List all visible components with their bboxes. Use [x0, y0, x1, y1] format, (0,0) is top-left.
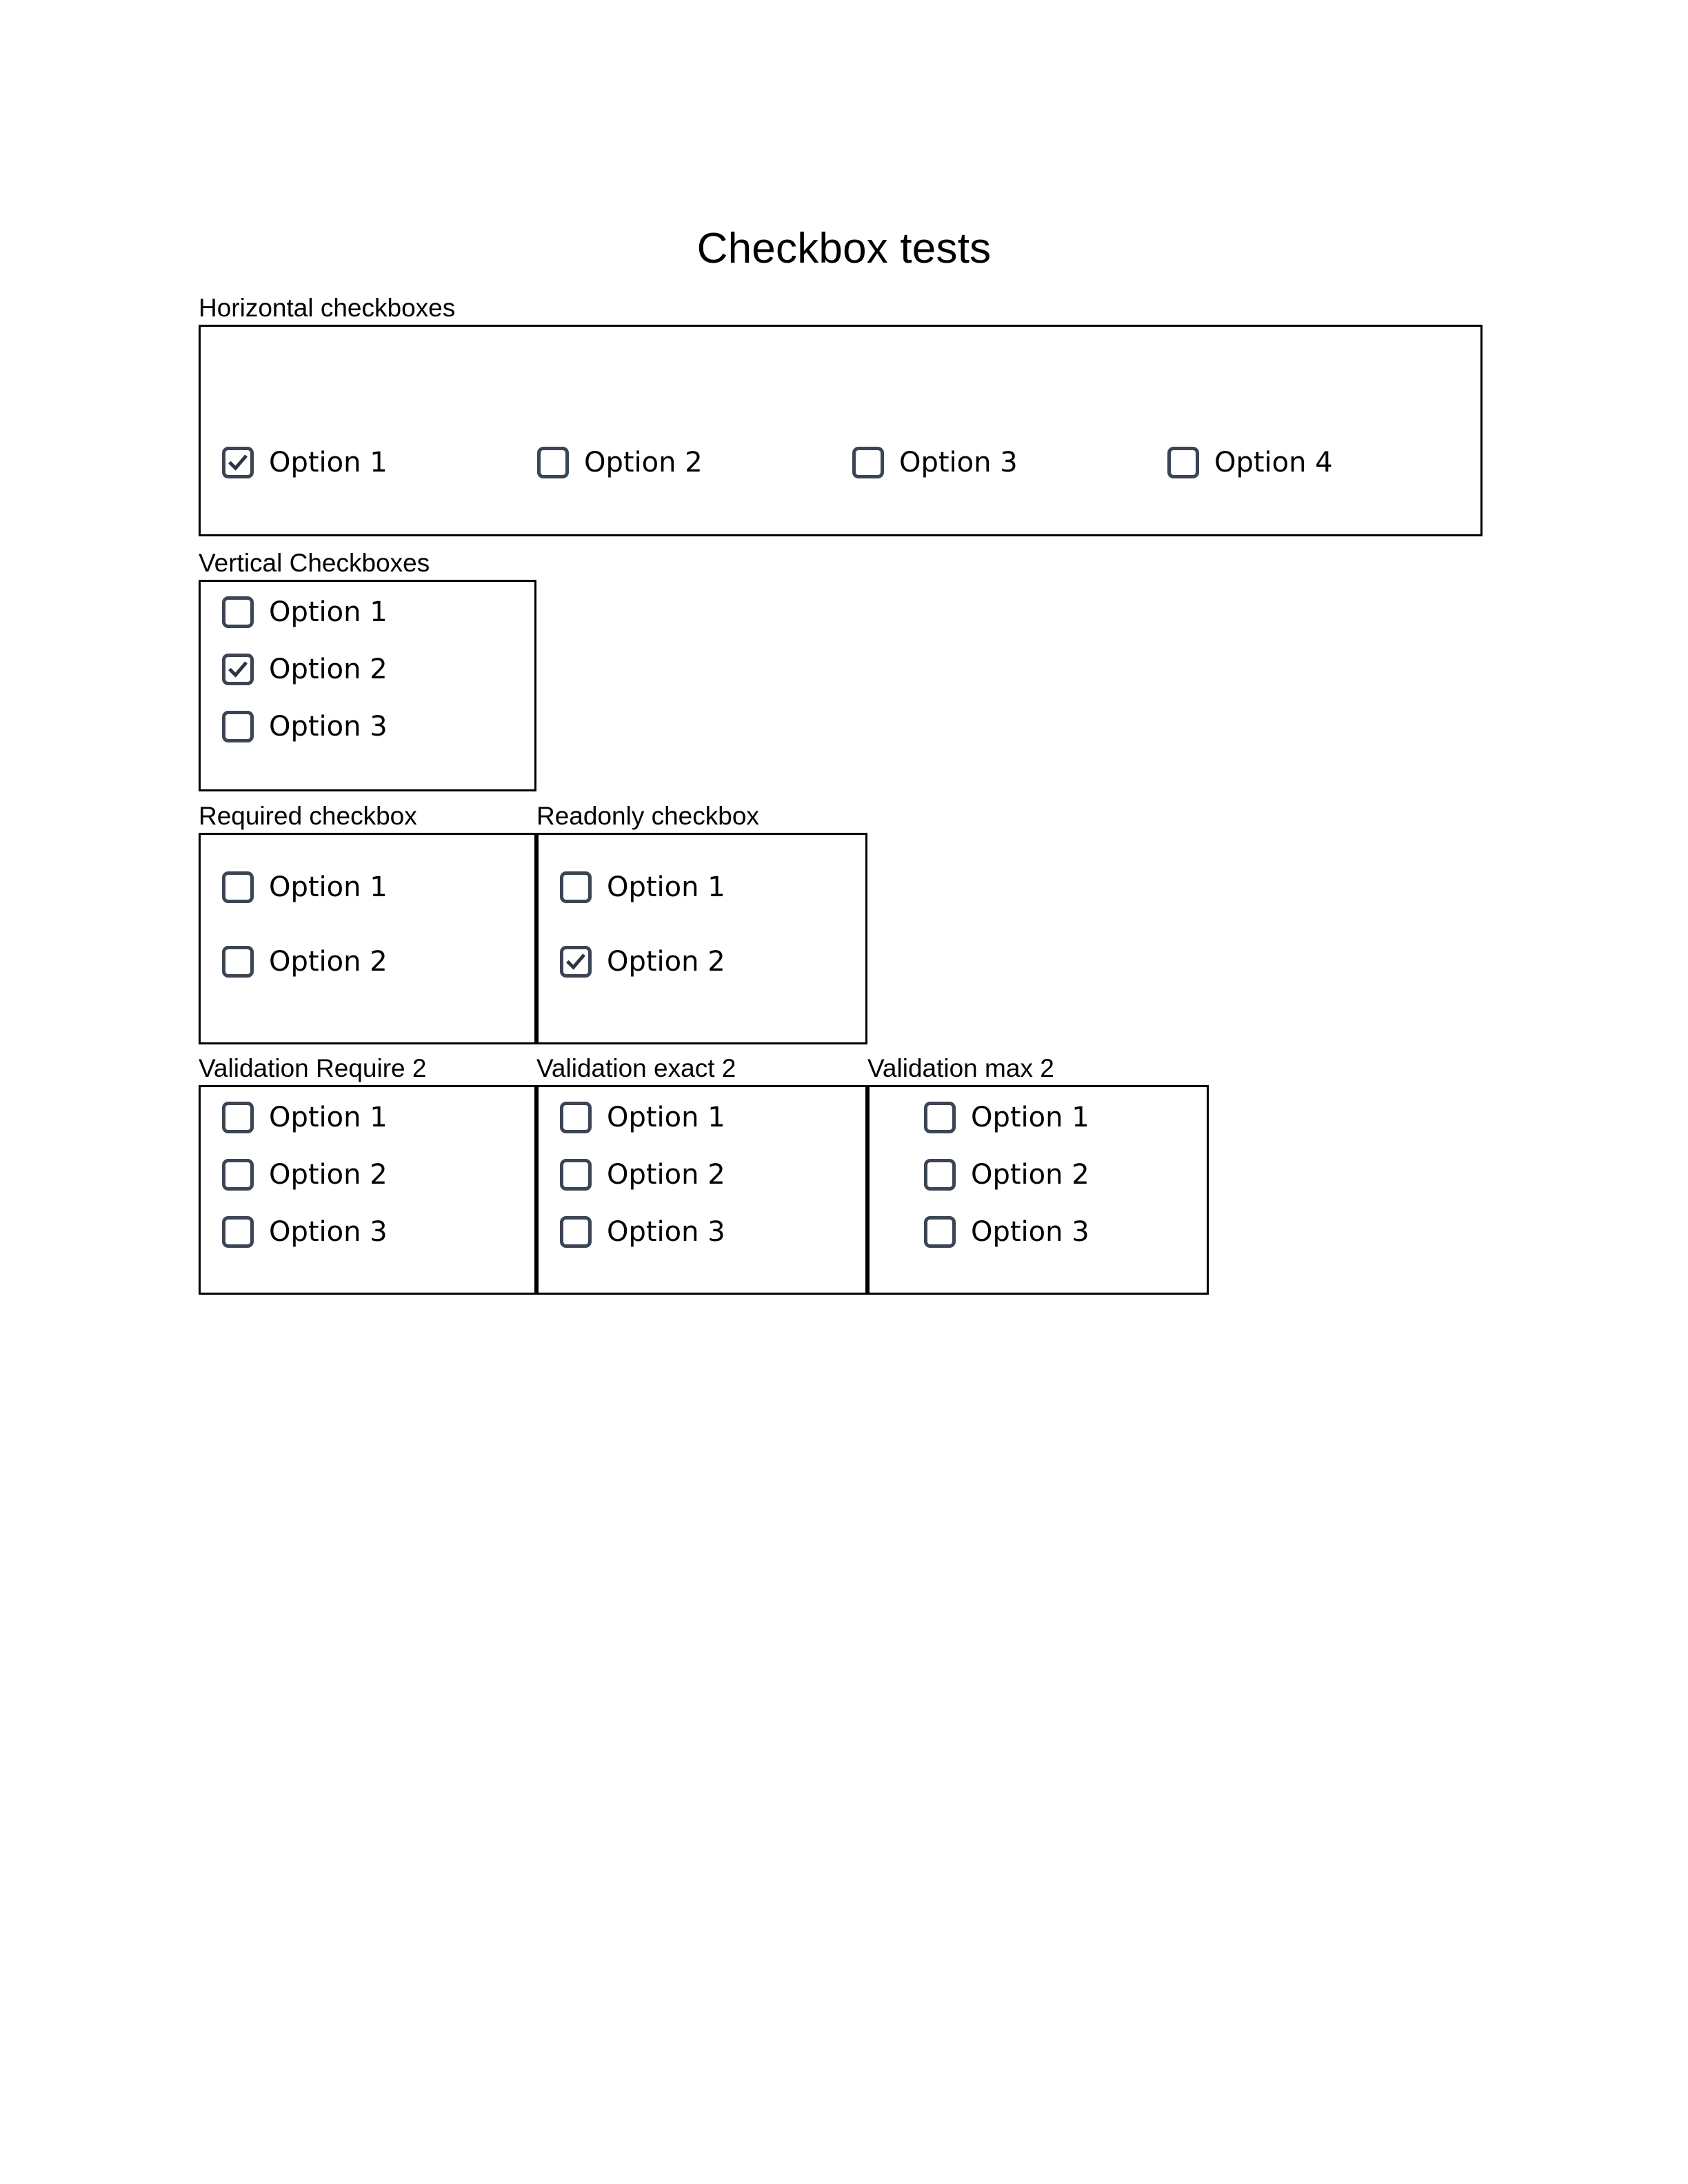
checkbox-item[interactable]: Option 1	[560, 1102, 867, 1133]
fieldset-required-checkbox: Required checkbox Option 1 Option 2	[199, 802, 536, 1044]
checkbox-label: Option 1	[607, 1102, 725, 1133]
checkbox-list-validation-exact-2: Option 1 Option 2 Option 3	[536, 1085, 867, 1295]
checkbox-item[interactable]: Option 1	[222, 1102, 536, 1133]
legend-vertical-checkboxes: Vertical Checkboxes	[199, 549, 430, 577]
checkbox-icon[interactable]	[222, 1159, 254, 1191]
fieldset-border	[199, 325, 1483, 536]
checkbox-icon[interactable]	[222, 946, 254, 978]
checkbox-label: Option 3	[269, 1216, 388, 1248]
checkbox-label: Option 4	[1214, 446, 1333, 478]
checkbox-label: Option 1	[269, 1102, 388, 1133]
fieldset-border	[199, 1085, 536, 1295]
checkbox-icon[interactable]	[924, 1216, 956, 1248]
fieldset-horizontal-checkboxes: Horizontal checkboxes Option 1 Option 2 …	[199, 294, 1483, 536]
checkbox-item[interactable]: Option 2	[560, 1159, 867, 1191]
fieldset-border	[199, 580, 536, 791]
checkbox-label: Option 2	[607, 946, 725, 978]
checkbox-item[interactable]: Option 3	[891, 1216, 1209, 1248]
fieldset-border	[536, 833, 867, 1044]
checkbox-item[interactable]: Option 3	[222, 1216, 536, 1248]
checkbox-label: Option 2	[269, 654, 388, 685]
checkbox-label: Option 2	[269, 946, 388, 978]
checkbox-item[interactable]: Option 3	[222, 711, 536, 742]
checkbox-item[interactable]: Option 2	[537, 446, 852, 478]
checkbox-item[interactable]: Option 1	[222, 871, 536, 903]
checkbox-icon[interactable]	[222, 1216, 254, 1248]
page-title: Checkbox tests	[696, 224, 992, 272]
checkbox-icon[interactable]	[560, 871, 592, 903]
checkbox-icon[interactable]	[222, 711, 254, 742]
checkbox-list-horizontal: Option 1 Option 2 Option 3 Option 4	[199, 325, 1483, 536]
checkbox-label: Option 3	[607, 1216, 725, 1248]
checkbox-icon[interactable]	[537, 446, 569, 478]
legend-validation-exact-2: Validation exact 2	[536, 1054, 736, 1082]
checkbox-item[interactable]: Option 1	[560, 871, 867, 903]
checkbox-item[interactable]: Option 2	[891, 1159, 1209, 1191]
checkbox-icon[interactable]	[852, 446, 884, 478]
checkbox-icon[interactable]	[222, 446, 254, 478]
legend-horizontal-checkboxes: Horizontal checkboxes	[199, 294, 456, 322]
checkbox-label: Option 1	[269, 446, 388, 478]
fieldset-readonly-checkbox: Readonly checkbox Option 1 Option 2	[536, 802, 867, 1044]
fieldset-validation-require-2: Validation Require 2 Option 1 Option 2 O…	[199, 1054, 536, 1295]
checkbox-icon[interactable]	[924, 1102, 956, 1133]
checkbox-item[interactable]: Option 1	[891, 1102, 1209, 1133]
check-icon	[228, 454, 248, 471]
legend-validation-max-2: Validation max 2	[867, 1054, 1054, 1082]
checkbox-icon[interactable]	[222, 1102, 254, 1133]
check-icon	[228, 661, 248, 678]
checkbox-icon[interactable]	[560, 1159, 592, 1191]
checkbox-icon[interactable]	[560, 1216, 592, 1248]
fieldset-vertical-checkboxes: Vertical Checkboxes Option 1 Option 2 Op…	[199, 549, 536, 791]
fieldset-validation-exact-2: Validation exact 2 Option 1 Option 2 Opt…	[536, 1054, 867, 1295]
checkbox-list-vertical: Option 1 Option 2 Option 3	[199, 580, 536, 791]
checkbox-item[interactable]: Option 2	[222, 654, 536, 685]
checkbox-label: Option 3	[899, 446, 1018, 478]
checkbox-item[interactable]: Option 3	[560, 1216, 867, 1248]
checkbox-label: Option 1	[607, 871, 725, 903]
checkbox-label: Option 1	[269, 596, 388, 628]
legend-required-checkbox: Required checkbox	[199, 802, 417, 830]
checkbox-icon[interactable]	[560, 1102, 592, 1133]
checkbox-icon[interactable]	[1167, 446, 1199, 478]
checkbox-icon[interactable]	[924, 1159, 956, 1191]
checkbox-item[interactable]: Option 4	[1167, 446, 1483, 478]
fieldset-validation-max-2: Validation max 2 Option 1 Option 2 Optio…	[867, 1054, 1209, 1295]
checkbox-list-validation-require-2: Option 1 Option 2 Option 3	[199, 1085, 536, 1295]
legend-readonly-checkbox: Readonly checkbox	[536, 802, 759, 830]
checkbox-icon[interactable]	[560, 946, 592, 978]
fieldset-border	[536, 1085, 867, 1295]
checkbox-label: Option 3	[971, 1216, 1089, 1248]
checkbox-item[interactable]: Option 2	[222, 946, 536, 978]
checkbox-label: Option 2	[971, 1159, 1089, 1191]
checkbox-list-readonly: Option 1 Option 2	[536, 833, 867, 1044]
legend-validation-require-2: Validation Require 2	[199, 1054, 427, 1082]
checkbox-icon[interactable]	[222, 871, 254, 903]
checkbox-icon[interactable]	[222, 596, 254, 628]
checkbox-label: Option 2	[584, 446, 703, 478]
fieldset-border	[199, 833, 536, 1044]
checkbox-label: Option 2	[607, 1159, 725, 1191]
checkbox-item[interactable]: Option 1	[222, 446, 537, 478]
checkbox-item[interactable]: Option 3	[852, 446, 1167, 478]
checkbox-label: Option 3	[269, 711, 388, 742]
check-icon	[566, 953, 585, 970]
checkbox-label: Option 1	[269, 871, 388, 903]
checkbox-label: Option 2	[269, 1159, 388, 1191]
checkbox-item[interactable]: Option 2	[560, 946, 867, 978]
checkbox-item[interactable]: Option 1	[222, 596, 536, 628]
checkbox-item[interactable]: Option 2	[222, 1159, 536, 1191]
checkbox-label: Option 1	[971, 1102, 1089, 1133]
checkbox-icon[interactable]	[222, 654, 254, 685]
checkbox-list-validation-max-2: Option 1 Option 2 Option 3	[867, 1085, 1209, 1295]
checkbox-list-required: Option 1 Option 2	[199, 833, 536, 1044]
